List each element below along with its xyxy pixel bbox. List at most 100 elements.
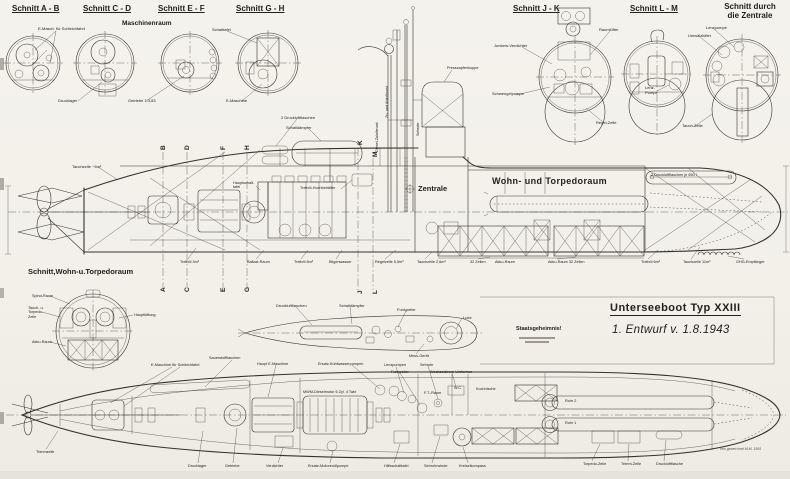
plan-hilfsschalttafel: Hilfsschalttafel [384, 464, 409, 468]
callout-druckluft-650: 2 Druckluftflaschen je 650 l [651, 173, 697, 177]
section-marker-f: F [220, 146, 227, 150]
plan-getriebe: Getriebe [225, 464, 240, 468]
section-title-gh: Schnitt G - H [236, 4, 285, 13]
plan-wechselstrom-umformer: Wechselstrom-Umformer [430, 370, 473, 374]
torpedo-shape [489, 195, 649, 213]
callout-spind-raum: Spind-Raum [32, 294, 54, 298]
section-title-cd: Schnitt C - D [83, 4, 131, 13]
section-title-jk: Schnitt J - K [513, 4, 560, 13]
plan-sehrohr: Sehrohr [420, 363, 434, 367]
tank-bilgenwasser: Bilgenwasser [329, 260, 352, 264]
side-elevation [5, 6, 789, 290]
plan-lenzpumpen: Lenzpumpen [384, 363, 406, 367]
plan-mwm-dieselmotor: MWM-Dieselmotor 6 Zyl. 4 Takt [303, 390, 356, 394]
plan-trimmzelle-stern: Trimmzelle [36, 450, 55, 454]
tank-treiboel-3: Treiböl 3m³ [180, 260, 200, 264]
section-marker-d: D [184, 145, 191, 150]
section-title-lm: Schnitt L - M [630, 4, 678, 13]
callout-e-masch-schleichfahrt: E-Masch. für Schleichfahrt [38, 26, 85, 31]
deck-mess-geraet: Mess-Gerät [409, 354, 429, 358]
section-title-zentrale: Schnitt durch die Zentrale [724, 2, 776, 21]
machine-room-caption: Maschinenraum [122, 20, 172, 27]
plan-funkpeiler: Funkpeiler [391, 370, 409, 374]
battery-32-zellen: 32 Zellen [470, 260, 486, 264]
hatch-shape [439, 321, 463, 345]
plan-verdichter: Verdichter [266, 464, 284, 468]
callout-ghg-empfaenger: GHG-Empfänger [736, 260, 765, 264]
plan-wc: W.C. [454, 386, 463, 390]
plan-sauerstoffflaschen: Sauerstoffflaschen [209, 356, 241, 360]
tank-tauchzelle-26: Tauchzelle 2,6m³ [417, 260, 446, 264]
section-marker-c: C [184, 287, 191, 292]
section-title-wohnraum: Schnitt,Wohn-u.Torpedoraum [28, 267, 134, 276]
plan-ersatz-kuehlwasserpumpen: Ersatz-Kühlwasserpumpen [318, 362, 364, 366]
section-title-ef: Schnitt E - F [158, 4, 205, 13]
callout-drucklager: Drucklager [58, 98, 78, 103]
plan-rohr-1: Rohr 1 [565, 421, 577, 425]
section-marker-l: L [372, 290, 379, 294]
cross-sections-aft [515, 7, 781, 145]
tank-treiboel-6: Treiböl 6m³ [641, 260, 661, 264]
deck-druckluftflaschen: Druckluftflaschen [276, 303, 307, 308]
section-marker-m: M [372, 151, 379, 157]
plan-sehrohrwinde: Sehrohrwinde [424, 464, 448, 468]
conning-tower-shape [421, 81, 466, 158]
propeller-icon [36, 185, 52, 240]
plan-torpedo-zelle: Torpedo-Zelle [583, 462, 607, 466]
callout-schalldaempfer: Schalldämpfer [286, 125, 312, 130]
mast-label-zu-abluft: Zu- und Abluftmast [385, 86, 389, 118]
plan-kreiselkompass: Kreiselkompass [459, 464, 486, 468]
section-marker-k: K [357, 140, 364, 145]
drawing-subtitle: 1. Entwurf v. 1.8.1943 [612, 324, 730, 336]
callout-lenzpumpe: Lenzpumpe [706, 25, 727, 30]
section-marker-e: E [220, 287, 227, 292]
cross-section-torpedo-room [41, 289, 134, 372]
deck-funkpeiler: Funkpeiler [397, 307, 416, 312]
redraw-credit: neu gezeichnet M.M. 1991 [720, 447, 762, 451]
top-plan [6, 359, 786, 464]
torpedo-tubes [541, 394, 753, 433]
deck-plan [237, 306, 484, 355]
zentrale-caption: Zentrale [418, 184, 448, 193]
drawing-title: Unterseeboot Typ XXIII [610, 302, 741, 316]
secrecy-stamp: Staatsgeheimnis! [516, 326, 562, 332]
gyro-compass-shape [452, 427, 472, 447]
tank-treiboel-8: Treiböl 8m³ [294, 260, 314, 264]
battery-boxes [437, 225, 645, 259]
callout-getriebe: Getriebe 1:3,83 [128, 98, 156, 103]
secrecy-fineprint-line [519, 337, 555, 339]
callout-hauptlueftung: Hauptlüftung [134, 313, 156, 317]
plan-e-maschine-schleichfahrt: E-Maschine für Schleichfahrt [151, 363, 200, 367]
section-marker-g: G [244, 286, 251, 292]
callout-2-druckluftflaschen: 2 Druckluftflaschen [281, 115, 316, 120]
section-title-ab: Schnitt A - B [12, 4, 60, 13]
callout-raumluefter: Raumlüfter [599, 27, 619, 32]
section-marker-b: B [160, 145, 167, 150]
tank-ballast-raum: Ballast-Raum [247, 260, 270, 264]
callout-umwaelzluefter: Umwälzlüfter [688, 33, 712, 38]
deck-schalldaempfer: Schalldämpfer [339, 303, 365, 308]
section-marker-h: H [244, 145, 251, 150]
callout-e-maschine: E-Maschine [226, 98, 248, 103]
wohn-torpedoraum-caption: Wohn- und Torpedoraum [492, 176, 608, 186]
plan-ersatz-motorenoelpumpe: Ersatz-Motorenölpumpe [308, 464, 349, 468]
plan-drucklager: Drucklager [188, 464, 207, 468]
plan-ft-raum: F.T.-Raum [424, 391, 442, 395]
cross-sections-machine-room [3, 30, 301, 102]
mast-label-diesel-zuluft: Diesel-Zuluftmast [375, 122, 379, 152]
callout-schalttafel: Schalttafel [212, 27, 231, 32]
callout-tauch-torpedo-zelle: Tauch- u. Torpedo- Zelle [28, 306, 44, 319]
snorkel-and-periscope-masts [357, 6, 422, 212]
section-marker-a: A [160, 287, 167, 292]
plan-rohr-2: Rohr 2 [565, 399, 577, 403]
ghg-array-shape [697, 251, 741, 256]
callout-regel-zelle: Regel-Zelle [596, 120, 617, 125]
plan-trimm-zelle: Trimm-Zelle [621, 462, 642, 466]
plan-haupt-e-maschine: Haupt E-Maschine [257, 362, 289, 366]
air-flask-shape [645, 170, 737, 185]
deck-luke: Luke [463, 315, 472, 320]
callout-tauch-zelle: Tauch-Zelle [682, 123, 703, 128]
plan-kochnische: Kochnische [476, 387, 496, 391]
